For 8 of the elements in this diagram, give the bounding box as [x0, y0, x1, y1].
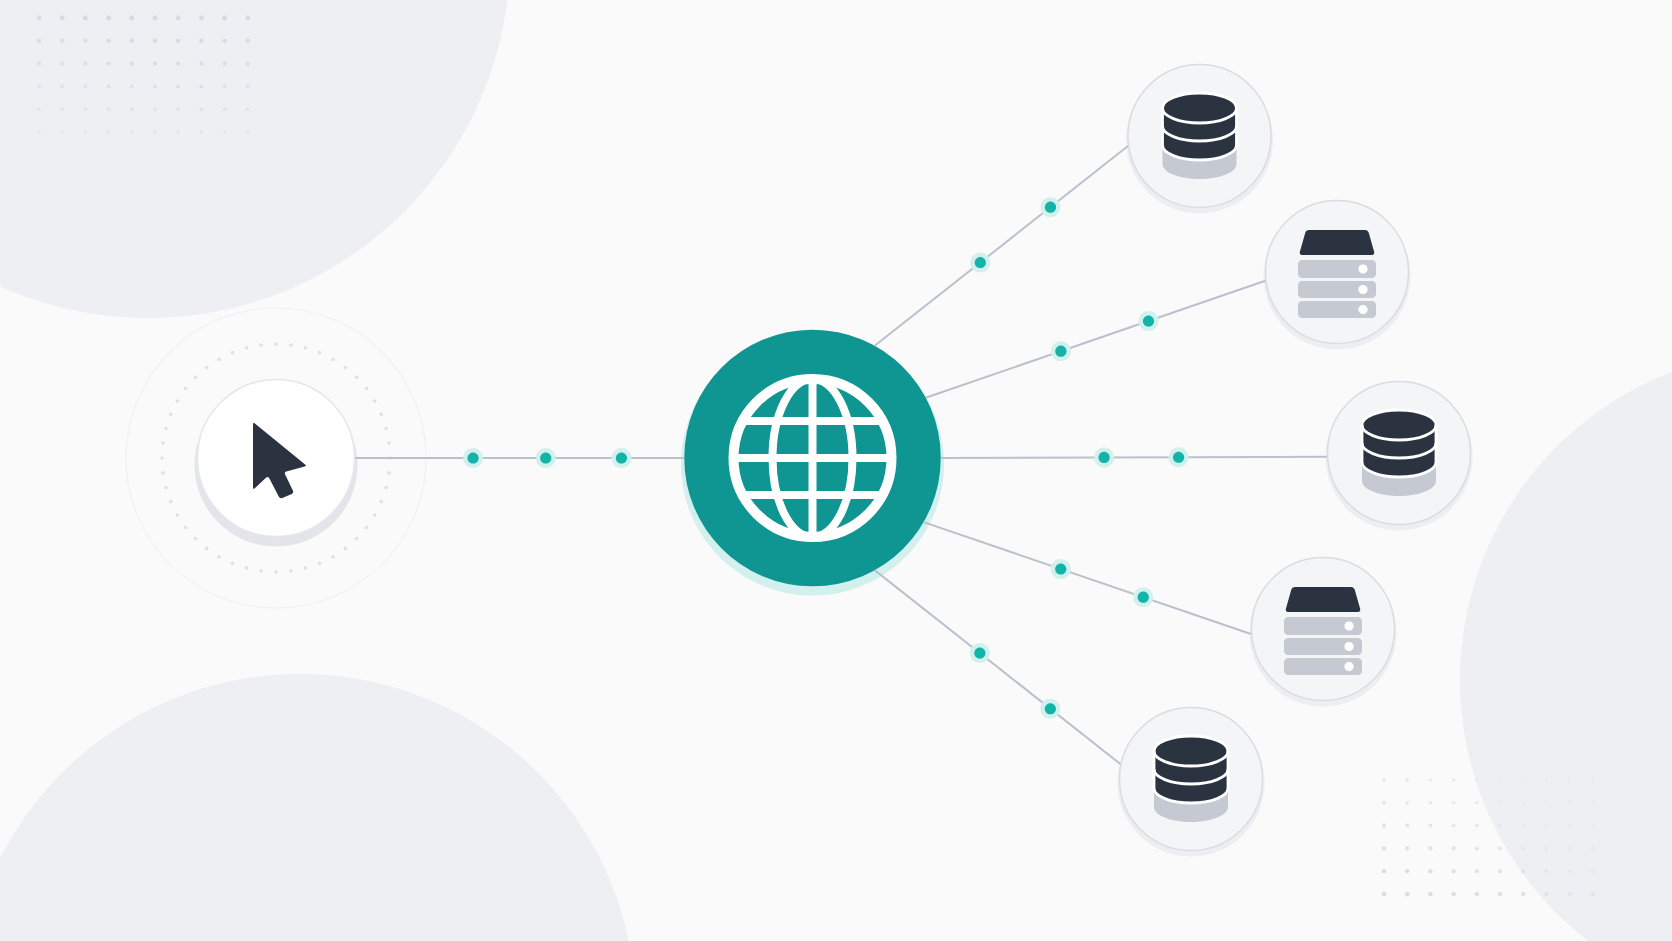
connector-line: [924, 279, 1267, 399]
node-circle: [681, 329, 944, 596]
connector-line: [922, 521, 1252, 636]
node-circle: [194, 378, 358, 547]
connector-line: [939, 455, 1328, 459]
connector-line: [873, 569, 1122, 765]
connector-line: [873, 145, 1129, 347]
connector-line: [354, 457, 686, 459]
